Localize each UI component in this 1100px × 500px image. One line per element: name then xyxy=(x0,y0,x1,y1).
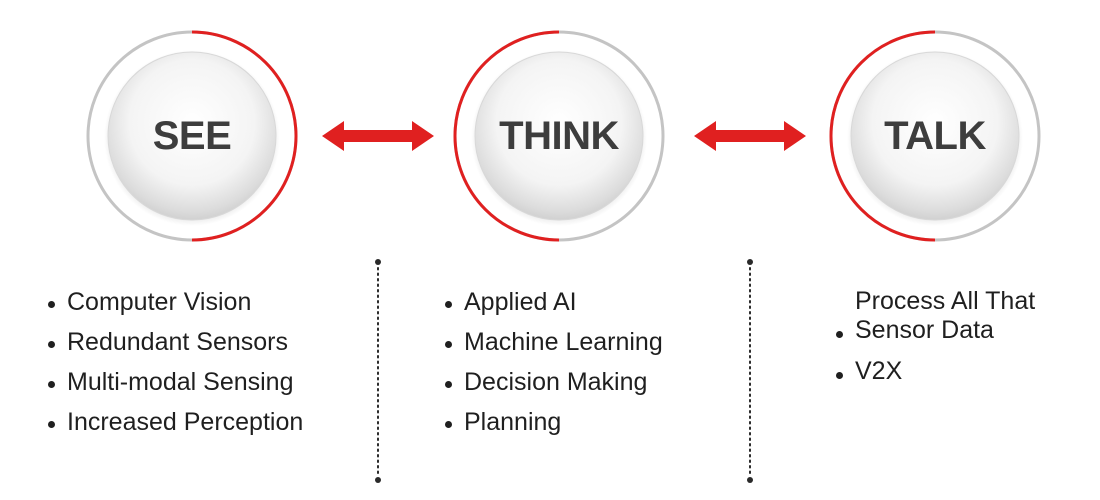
talk-feature-list: Process All That Sensor Data V2X xyxy=(834,287,1075,398)
list-item: Increased Perception xyxy=(46,407,303,437)
think-title: THINK xyxy=(499,113,619,158)
dotted-divider xyxy=(375,259,381,483)
list-item: Computer Vision xyxy=(46,287,303,317)
think-ring-graphic xyxy=(453,30,665,242)
double-headed-arrow-icon xyxy=(694,121,806,151)
list-item: Applied AI xyxy=(443,287,663,317)
talk-node: TALK xyxy=(827,28,1043,244)
double-headed-arrow-icon xyxy=(322,121,434,151)
list-item: Multi-modal Sensing xyxy=(46,367,303,397)
list-item: Redundant Sensors xyxy=(46,327,303,357)
list-item: Planning xyxy=(443,407,663,437)
dotted-divider xyxy=(747,259,753,483)
talk-title: TALK xyxy=(884,113,986,158)
think-feature-list: Applied AI Machine Learning Decision Mak… xyxy=(443,287,663,447)
list-item: Machine Learning xyxy=(443,327,663,357)
list-item: V2X xyxy=(834,357,1075,386)
see-node: SEE xyxy=(84,28,300,244)
think-node: THINK xyxy=(451,28,667,244)
see-feature-list: Computer Vision Redundant Sensors Multi-… xyxy=(46,287,303,447)
see-title: SEE xyxy=(152,113,232,158)
talk-ring-graphic xyxy=(829,30,1041,242)
list-item: Process All That Sensor Data xyxy=(834,287,1075,345)
list-item: Decision Making xyxy=(443,367,663,397)
see-ring-graphic xyxy=(86,30,298,242)
